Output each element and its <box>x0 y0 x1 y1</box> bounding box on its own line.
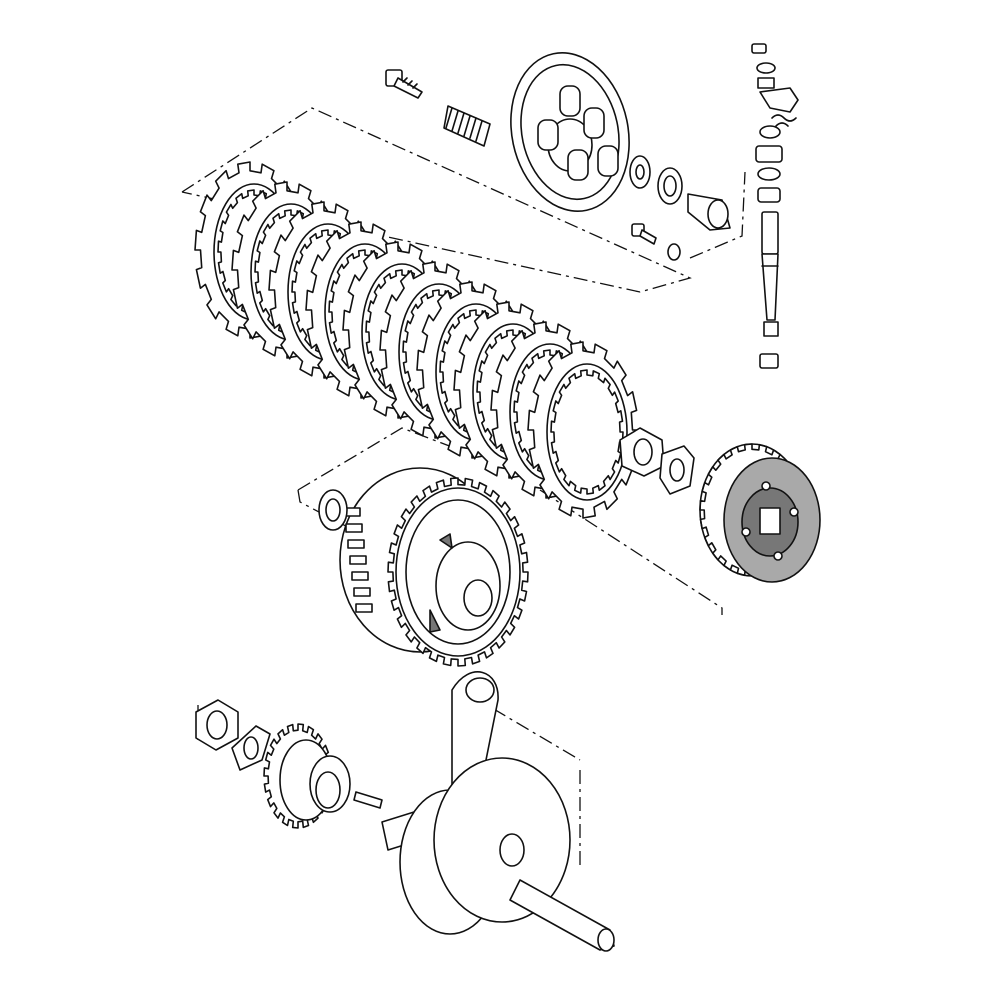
housing-finger <box>345 523 363 533</box>
primary-driven-gear-housing <box>339 467 529 667</box>
crankshaft-assembly <box>381 671 615 952</box>
lock-washer <box>659 445 695 495</box>
housing-finger <box>351 571 369 581</box>
housing-finger <box>353 587 371 597</box>
washer <box>629 155 651 189</box>
assembly-boundary-upper <box>181 107 746 293</box>
spacer <box>309 755 351 813</box>
clutch-plate-stack <box>194 161 639 519</box>
clutch-spring <box>443 105 491 147</box>
bearing <box>657 167 683 205</box>
spring-bolt <box>385 69 423 99</box>
small-bolt <box>631 223 681 261</box>
clutch-hub-nut <box>619 427 665 477</box>
clutch-sleeve-hub <box>699 443 821 583</box>
pressure-plate <box>510 52 630 212</box>
clutch-plate <box>527 341 639 519</box>
housing-finger <box>349 555 367 565</box>
crank-lock-washer <box>231 725 271 771</box>
pressure-cap <box>687 193 731 231</box>
housing-finger <box>347 539 365 549</box>
key <box>353 791 383 809</box>
housing-finger <box>355 603 373 613</box>
crank-nut <box>195 699 239 751</box>
thrust-washer <box>318 489 348 531</box>
clutch-push-rod-assembly <box>751 43 799 369</box>
